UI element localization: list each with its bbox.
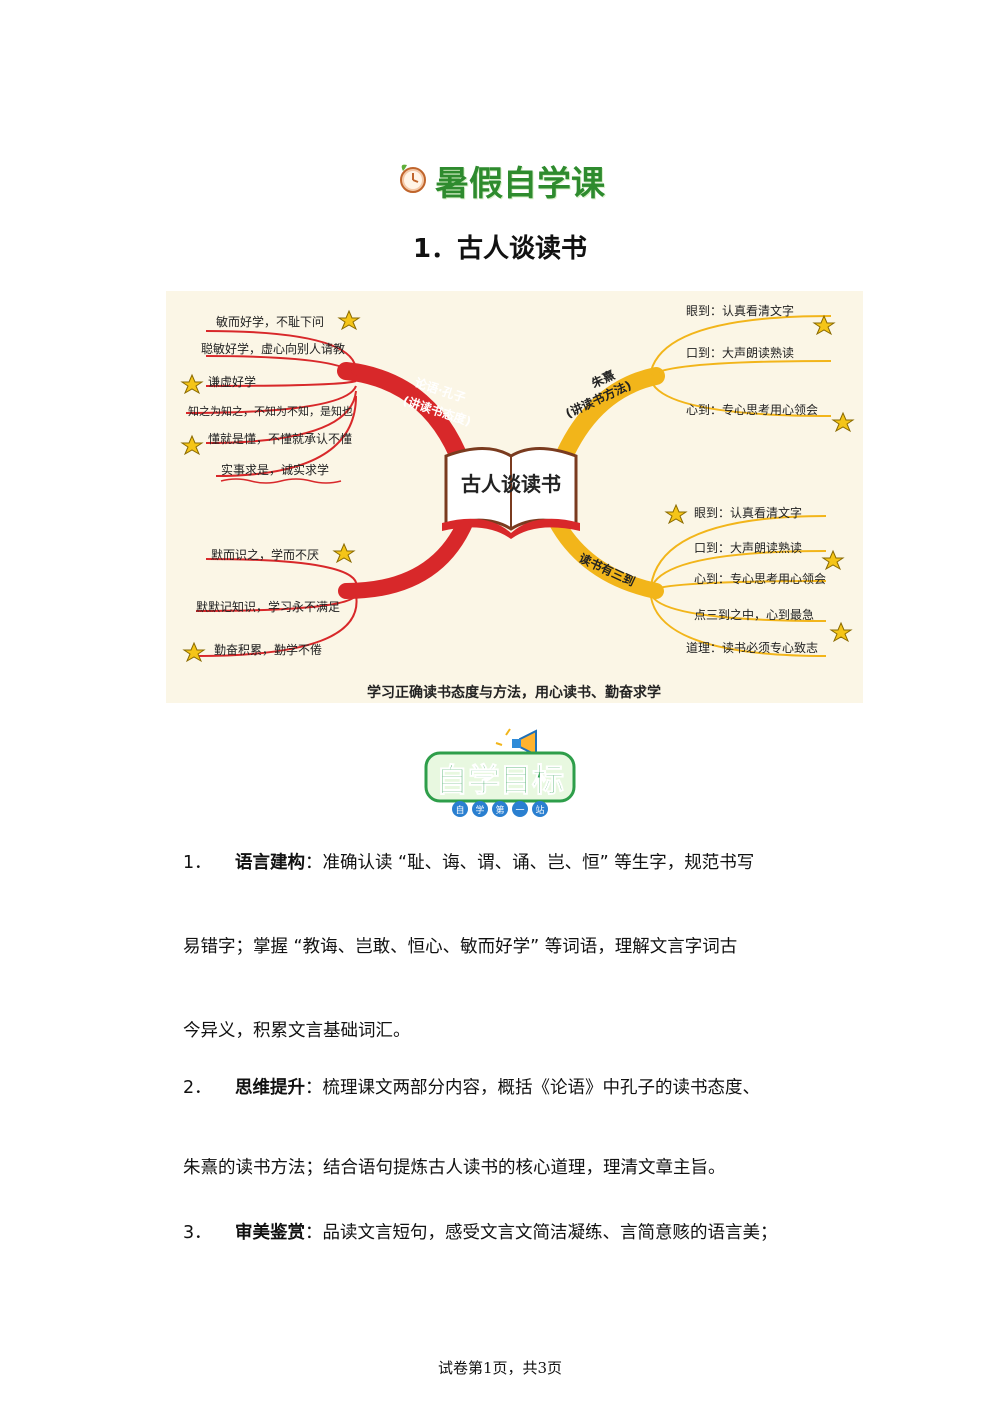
- lunyu-item-4: 知之为知之，不知为不知，是知也: [188, 404, 353, 418]
- goals-badge-subtitle: 自 学 第 一 站: [452, 801, 548, 817]
- megaphone-icon: [495, 728, 537, 757]
- goal-text-line: 易错字；掌握 “教诲、岂敢、恒心、敏而好学” 等词语，理解文言字词古: [183, 937, 738, 957]
- goal-item-1: 1． 语言建构：准确认读 “耻、诲、谓、诵、岂、恒” 等生字，规范书写 易错字；…: [183, 820, 863, 1080]
- mo-item-1: 默而识之，学而不厌: [211, 547, 319, 562]
- book-icon: [442, 447, 580, 539]
- lunyu-item-2: 聪敏好学，虚心向别人请教: [201, 341, 345, 356]
- goal-number: 2．: [183, 1078, 212, 1098]
- goal-number: 3．: [183, 1223, 212, 1243]
- star-icon: [821, 549, 845, 571]
- lunyu-item-1: 敏而好学，不耻下问: [216, 314, 324, 329]
- svg-text:自: 自: [455, 804, 464, 816]
- sandao-item-4: 点三到之中，心到最急: [694, 607, 814, 622]
- goals-badge-title: 自学目标: [436, 761, 564, 799]
- goal-text-line: 朱熹的读书方法；结合语句提炼古人读书的核心道理，理清文章主旨。: [183, 1158, 726, 1178]
- sandao-item-1: 眼到：认真看清文字: [694, 505, 802, 520]
- page-footer: 试卷第1页，共3页: [437, 1359, 563, 1377]
- goal-label: 思维提升: [235, 1078, 305, 1098]
- svg-text:第: 第: [495, 804, 504, 816]
- star-icon: [180, 373, 204, 395]
- center-title: 古人谈读书: [461, 472, 561, 496]
- star-icon: [829, 621, 853, 643]
- sandao-title: 读书有三到: [577, 550, 638, 589]
- banner-title: 暑假自学课: [435, 163, 605, 204]
- mo-item-2: 默默记知识，学习永不满足: [196, 599, 340, 614]
- svg-text:一: 一: [515, 806, 524, 816]
- zhuxi-item-1: 眼到：认真看清文字: [686, 303, 794, 318]
- goal-text-line: ：准确认读 “耻、诲、谓、诵、岂、恒” 等生字，规范书写: [305, 853, 755, 873]
- header-banner: 暑假自学课: [0, 150, 1000, 210]
- svg-text:学: 学: [475, 804, 484, 816]
- star-icon: [182, 641, 206, 663]
- mind-map-summary: 学习正确读书态度与方法，用心读书、勤奋求学: [367, 684, 661, 701]
- sandao-item-2: 口到：大声朗读熟读: [694, 540, 802, 555]
- star-icon: [337, 309, 361, 331]
- goal-text-line: ：品读文言短句，感受文言文简洁凝练、言简意赅的语言美；: [305, 1223, 778, 1243]
- goal-item-2: 2． 思维提升：梳理课文两部分内容，概括《论语》中孔子的读书态度、 朱熹的读书方…: [183, 1045, 863, 1225]
- zhuxi-item-3: 心到：专心思考用心领会: [686, 402, 818, 417]
- star-icon: [831, 411, 855, 433]
- sandao-item-5: 道理：读书必须专心致志: [686, 640, 818, 655]
- goal-label: 审美鉴赏: [235, 1223, 305, 1243]
- page-title: 1．古人谈读书: [412, 234, 588, 264]
- lunyu-item-3: 谦虚好学: [208, 374, 256, 389]
- svg-text:站: 站: [535, 804, 544, 816]
- star-icon: [332, 542, 356, 564]
- goals-badge: 自学目标 自 学 第 一 站: [420, 725, 580, 820]
- sandao-item-3: 心到：专心思考用心领会: [694, 571, 826, 586]
- mind-map-image: 论语·孔子 (讲读书态度) 朱熹 (讲读书方法) 读书有三到 古人谈读书 敏而好…: [166, 291, 863, 703]
- star-icon: [180, 434, 204, 456]
- lunyu-item-6: 实事求是，诚实求学: [221, 462, 329, 477]
- goal-text-line: ：梳理课文两部分内容，概括《论语》中孔子的读书态度、: [305, 1078, 760, 1098]
- star-icon: [664, 503, 688, 525]
- clock-icon: [395, 161, 429, 199]
- goal-label: 语言建构: [235, 853, 305, 873]
- goal-item-3: 3． 审美鉴赏：品读文言短句，感受文言文简洁凝练、言简意赅的语言美；: [183, 1190, 863, 1280]
- zhuxi-item-2: 口到：大声朗读熟读: [686, 345, 794, 360]
- goal-text-line: 今异义，积累文言基础词汇。: [183, 1021, 411, 1041]
- lunyu-item-5: 懂就是懂，不懂就承认不懂: [208, 432, 352, 446]
- mo-item-3: 勤奋积累，勤学不倦: [214, 642, 322, 657]
- star-icon: [812, 314, 836, 336]
- goal-number: 1．: [183, 853, 212, 873]
